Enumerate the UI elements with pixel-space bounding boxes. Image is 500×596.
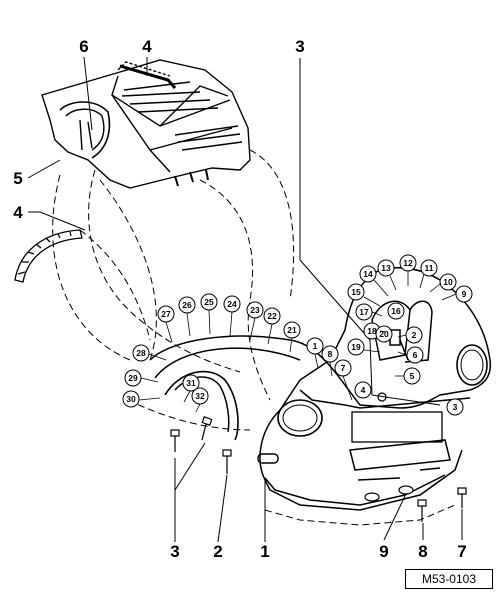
assembly-guide-lines [52,149,456,526]
screw-7 [457,487,467,508]
small-callouts: 1 2 3 4 5 6 7 8 9 10 11 12 13 14 15 16 1… [122,254,473,416]
callout-4-top: 4 [142,37,152,56]
callout-small-22: 22 [263,307,281,325]
svg-text:24: 24 [227,299,237,309]
callout-2: 2 [213,542,222,561]
svg-text:10: 10 [443,277,453,287]
callout-small-13: 13 [377,259,395,277]
svg-text:15: 15 [351,287,361,297]
screw-3b [201,416,213,441]
screw-3 [170,429,180,452]
callout-small-16: 16 [387,302,405,320]
lamp-opening-left [277,399,323,437]
callout-small-3: 3 [446,398,464,416]
callout-small-21: 21 [283,321,301,339]
large-callouts: 6 4 3 5 4 3 2 1 9 8 7 [13,37,466,561]
svg-text:11: 11 [425,263,434,273]
svg-text:25: 25 [204,297,214,307]
svg-text:1: 1 [313,341,318,351]
svg-text:3: 3 [453,402,458,412]
callout-small-6: 6 [406,346,424,364]
svg-text:7: 7 [341,363,346,373]
clip-9 [364,485,414,502]
screw-2 [222,449,232,474]
svg-text:4: 4 [361,385,366,395]
callout-1: 1 [260,542,269,561]
callout-4-left: 4 [13,203,23,222]
svg-text:23: 23 [250,305,260,315]
callout-small-29: 29 [124,369,142,387]
callout-5: 5 [13,169,22,188]
svg-text:26: 26 [182,300,192,310]
callout-small-15: 15 [347,283,365,301]
callout-small-4: 4 [354,381,372,399]
svg-text:2: 2 [412,330,417,340]
svg-text:28: 28 [136,348,146,358]
svg-text:19: 19 [351,342,361,352]
callout-small-5: 5 [403,367,421,385]
svg-text:20: 20 [379,329,389,339]
svg-text:22: 22 [267,311,277,321]
callout-small-26: 26 [178,296,196,314]
callout-small-28: 28 [132,344,150,362]
callout-small-9: 9 [455,285,473,303]
callout-small-31: 31 [182,374,200,392]
callout-small-20: 20 [375,325,393,343]
svg-text:29: 29 [128,373,138,383]
svg-text:32: 32 [195,391,205,401]
svg-text:8: 8 [328,349,333,359]
screw-8 [417,499,427,522]
svg-text:13: 13 [381,263,391,273]
svg-text:14: 14 [363,269,373,279]
callout-small-1: 1 [306,337,324,355]
fasteners [170,392,467,522]
callout-3-top: 3 [295,37,304,56]
callout-small-25: 25 [200,293,218,311]
callout-small-14: 14 [359,265,377,283]
callout-small-10: 10 [439,273,457,291]
plate-recess [351,411,443,443]
svg-text:21: 21 [287,325,297,335]
trim-strip-part [14,229,83,283]
small-leader-lines [138,271,457,413]
svg-text:9: 9 [462,289,467,299]
callout-3-bottom: 3 [170,542,179,561]
svg-text:30: 30 [126,394,136,404]
callout-small-8: 8 [321,345,339,363]
callout-6: 6 [79,37,88,56]
callout-small-19: 19 [347,338,365,356]
bumper-slot [257,453,279,464]
callout-small-27: 27 [157,305,175,323]
svg-text:12: 12 [403,258,413,268]
callout-small-24: 24 [223,295,241,313]
callout-small-23: 23 [246,301,264,319]
callout-7: 7 [457,542,466,561]
rear-body-section [41,59,251,189]
callout-9: 9 [379,542,388,561]
callout-small-11: 11 [420,259,438,277]
svg-text:17: 17 [359,307,369,317]
svg-text:16: 16 [391,306,401,316]
svg-text:27: 27 [161,309,171,319]
callout-small-2: 2 [405,326,423,344]
callout-small-32: 32 [191,387,209,405]
lamp-opening-right [456,344,488,386]
svg-text:5: 5 [410,371,415,381]
svg-text:31: 31 [186,378,196,388]
figure-code-label: M53-0103 [405,569,493,589]
callout-small-12: 12 [399,254,417,272]
leader-lines [27,56,463,543]
callout-small-17: 17 [355,303,373,321]
svg-text:18: 18 [367,326,377,336]
callout-small-7: 7 [334,359,352,377]
svg-text:6: 6 [413,350,418,360]
callout-small-30: 30 [122,390,140,408]
callout-8: 8 [418,542,427,561]
